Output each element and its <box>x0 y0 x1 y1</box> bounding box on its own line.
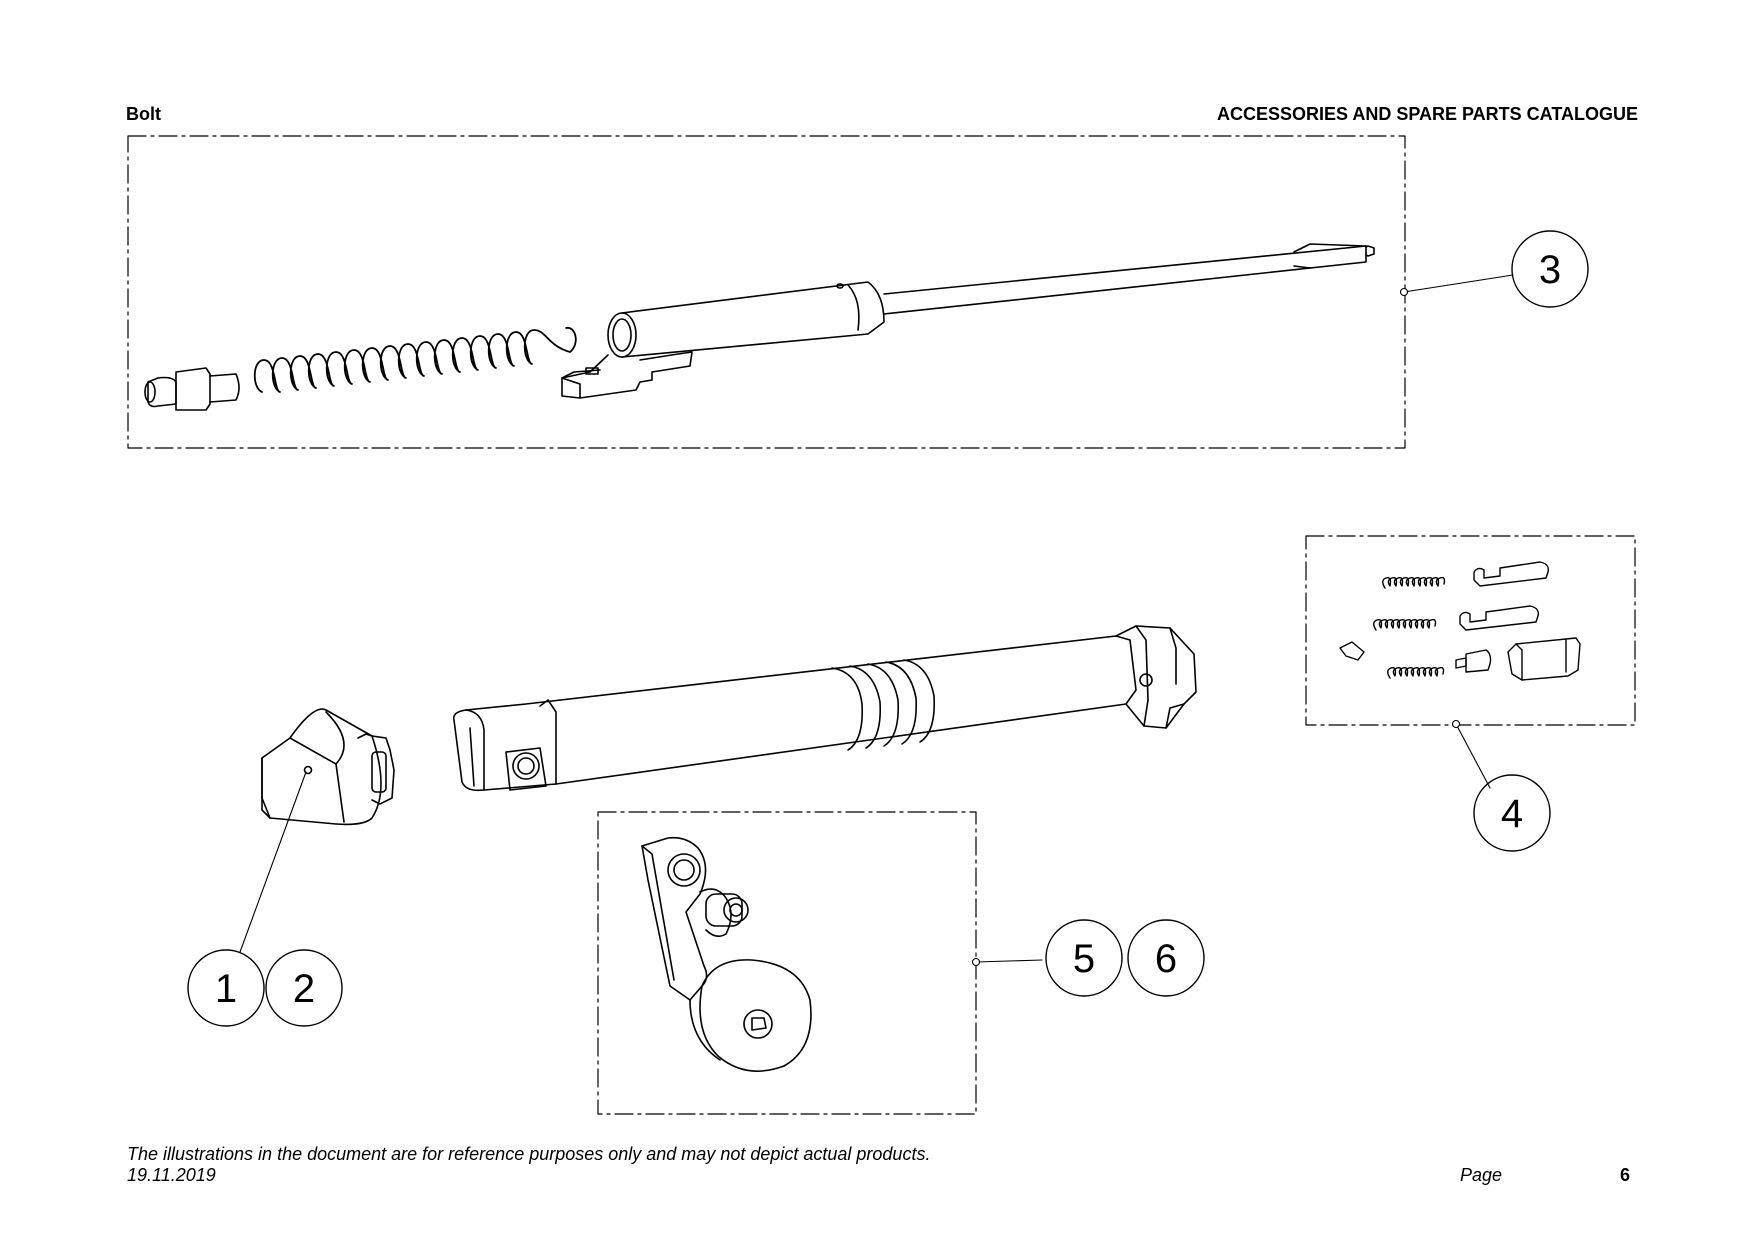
firing-pin-cap <box>144 367 240 411</box>
document-date: 19.11.2019 <box>127 1165 216 1185</box>
callout-4-label: 4 <box>1501 792 1523 836</box>
group-box-5-6 <box>597 811 977 1115</box>
callout-2 <box>265 949 343 1027</box>
section-title: Bolt <box>126 104 161 124</box>
callout-1-label: 1 <box>215 967 237 1011</box>
leader-4 <box>1455 723 1491 789</box>
callout-6-label: 6 <box>1155 937 1177 981</box>
leader-1-2 <box>239 771 307 953</box>
catalogue-title: ACCESSORIES AND SPARE PARTS CATALOGUE <box>1216 104 1638 124</box>
callout-6 <box>1127 919 1205 997</box>
firing-pin <box>561 243 1375 399</box>
callout-4 <box>1473 774 1551 852</box>
callout-3-label: 3 <box>1539 248 1561 292</box>
leader-5-6 <box>975 959 1043 963</box>
leader-3 <box>1403 274 1514 293</box>
disclaimer-note: The illustrations in the document are fo… <box>127 1144 931 1164</box>
page-number: 6 <box>1620 1165 1631 1185</box>
bolt-body <box>452 625 1197 792</box>
page-label: Page <box>1460 1165 1503 1185</box>
bolt-shroud <box>261 708 395 826</box>
group-box-3 <box>127 135 1406 449</box>
spare-parts-kit <box>1339 561 1581 681</box>
callout-2-label: 2 <box>293 967 315 1011</box>
callout-5 <box>1045 919 1123 997</box>
group-box-4 <box>1305 535 1636 726</box>
callout-3 <box>1511 230 1589 308</box>
callout-5-label: 5 <box>1073 937 1095 981</box>
bolt-handle <box>641 836 812 1072</box>
callout-1 <box>187 949 265 1027</box>
firing-pin-spring <box>253 327 577 393</box>
